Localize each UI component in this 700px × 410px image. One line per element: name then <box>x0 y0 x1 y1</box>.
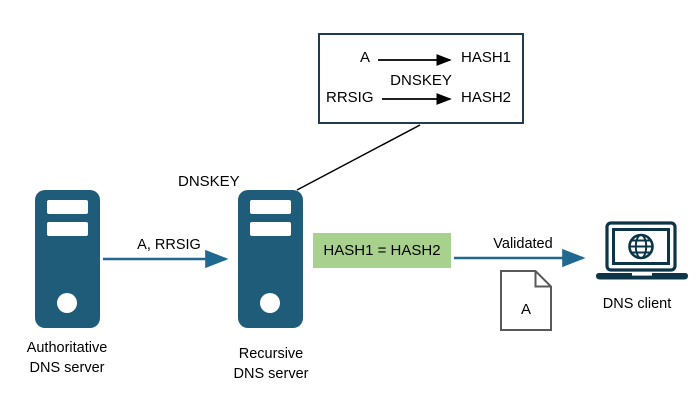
a-record-document-icon: A <box>500 270 552 331</box>
server-drive-bay-icon <box>47 222 88 236</box>
server-drive-bay-icon <box>47 200 88 214</box>
box-to-server-connector-line <box>296 124 421 191</box>
dnskey-key-label: DNSKEY <box>390 72 452 89</box>
document-record-label: A <box>520 301 531 318</box>
rrsig-label: RRSIG <box>326 89 374 106</box>
authoritative-server-label: Authoritative DNS server <box>7 338 127 378</box>
record-a-label: A <box>360 49 371 66</box>
recursive-server-icon <box>238 190 303 328</box>
validated-label: Validated <box>493 236 553 252</box>
dns-client-label: DNS client <box>602 296 672 312</box>
dnskey-label: DNSKEY <box>178 173 240 190</box>
server-drive-bay-icon <box>250 200 291 214</box>
hash1-label: HASH1 <box>461 49 512 66</box>
dns-client-laptop-icon <box>596 221 688 283</box>
recursive-server-label: Recursive DNS server <box>211 344 331 384</box>
globe-icon <box>628 233 654 260</box>
server-power-button-icon <box>260 293 280 313</box>
a-to-hash1-arrow <box>378 54 452 66</box>
rrsig-to-hash2-arrow <box>382 93 452 105</box>
authoritative-server-label-line2: DNS server <box>29 360 105 376</box>
server-drive-bay-icon <box>250 222 291 236</box>
hash-computation-box: A HASH1 DNSKEY RRSIG HASH2 <box>318 33 524 124</box>
recursive-server-label-line2: DNS server <box>233 366 309 382</box>
hash-equality-highlight: HASH1 = HASH2 <box>313 233 451 268</box>
authoritative-server-label-line1: Authoritative <box>26 340 108 356</box>
validated-arrow <box>454 248 586 268</box>
recursive-server-label-line1: Recursive <box>238 346 304 362</box>
a-rrsig-arrow <box>103 249 229 269</box>
authoritative-server-icon <box>35 190 100 328</box>
hash2-label: HASH2 <box>461 89 512 106</box>
a-rrsig-label: A, RRSIG <box>137 237 201 253</box>
server-power-button-icon <box>57 293 77 313</box>
